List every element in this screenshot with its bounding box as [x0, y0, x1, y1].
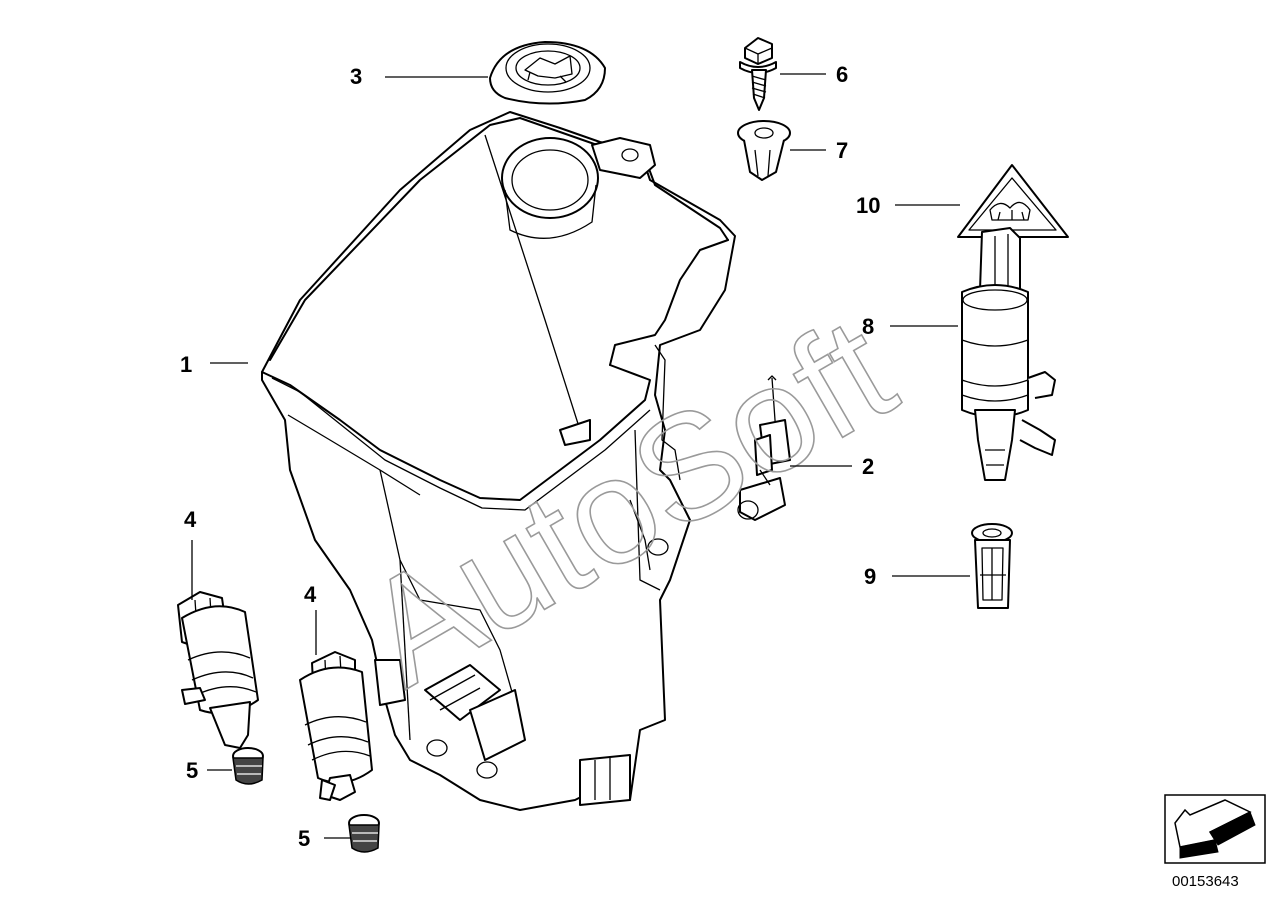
- callout-5-bottom: 5: [298, 826, 310, 851]
- callout-2: 2: [862, 454, 874, 479]
- filter-screen-part[interactable]: [971, 523, 1013, 609]
- diagram-number: 00153643: [1172, 873, 1239, 890]
- callout-4-left: 4: [184, 507, 197, 532]
- washer-pump-left-part[interactable]: [177, 591, 259, 749]
- navigation-arrow-box[interactable]: [1164, 794, 1266, 864]
- level-sensor-part[interactable]: [737, 375, 791, 521]
- pump-filter-left-part[interactable]: [232, 747, 264, 785]
- filler-cap-part[interactable]: [489, 41, 606, 105]
- callout-8: 8: [862, 314, 874, 339]
- callout-7: 7: [836, 138, 848, 163]
- callout-5-left: 5: [186, 758, 198, 783]
- arrow-left-down-icon: [1174, 799, 1256, 859]
- callout-9: 9: [864, 564, 876, 589]
- washer-pump-middle-part[interactable]: [299, 651, 373, 801]
- washer-reservoir-part[interactable]: [261, 111, 736, 811]
- bolt-part[interactable]: [739, 37, 777, 111]
- leader-lines: [191, 73, 970, 839]
- warning-label-part[interactable]: [957, 164, 1069, 238]
- callout-10: 10: [856, 193, 880, 218]
- expansion-nut-part[interactable]: [737, 120, 791, 181]
- callout-1: 1: [180, 352, 192, 377]
- callout-labels: 1 2 3 4 4 5 5 6 7 8 9 10: [180, 62, 880, 851]
- callout-3: 3: [350, 64, 362, 89]
- headlight-washer-pump-part[interactable]: [961, 227, 1056, 481]
- callout-6: 6: [836, 62, 848, 87]
- pump-filter-bottom-part[interactable]: [348, 814, 380, 853]
- callout-4-middle: 4: [304, 582, 317, 607]
